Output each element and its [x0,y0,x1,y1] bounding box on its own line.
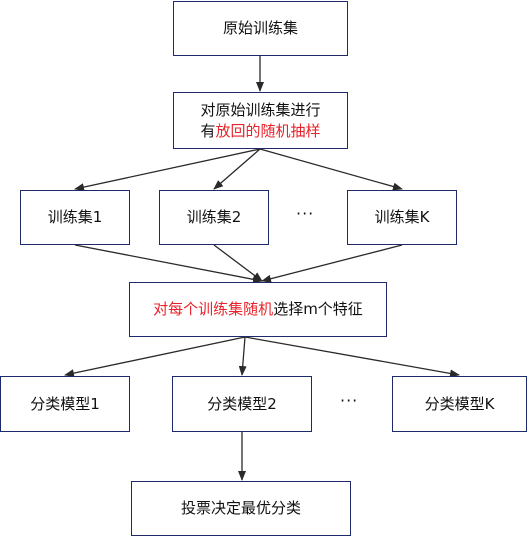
classifier-model-2-node: 分类模型2 [172,376,312,432]
training-set-1-label: 训练集1 [47,208,103,226]
classifier-model-k-node: 分类模型K [392,376,527,432]
arrow-bootstrap-to-set-k [259,148,403,191]
training-set-k-label: 训练集K [374,208,430,226]
feature-selection-rest: 选择m个特征 [273,300,363,318]
classifier-model-1-node: 分类模型1 [0,376,130,432]
training-set-2-node: 训练集2 [159,190,269,245]
training-set-1-node: 训练集1 [20,190,130,245]
bootstrap-line-2: 有放回的随机抽样 [200,121,320,142]
feature-selection-node: 对每个训练集随机选择m个特征 [129,282,387,337]
arrow-bootstrap-to-set-1 [74,148,261,192]
arrow-features-to-model-2 [238,336,247,376]
arrow-set-2-to-features [213,244,263,282]
arrow-features-to-model-1 [64,336,246,378]
training-set-k-node: 训练集K [347,190,457,245]
feature-selection-label: 对每个训练集随机选择m个特征 [153,299,363,320]
feature-selection-highlight: 对每个训练集随机 [153,300,274,318]
bootstrap-line-2-prefix: 有 [200,121,216,140]
original-training-set-label: 原始训练集 [222,19,298,37]
classifier-model-k-label: 分类模型K [424,394,495,413]
arrow-bootstrap-to-set-2 [213,148,261,190]
arrow-set-k-to-features [261,244,403,283]
bootstrap-line-2-highlight: 放回的随机抽样 [215,121,321,140]
vote-final-classification-label: 投票决定最优分类 [180,499,301,517]
bootstrap-sampling-node: 对原始训练集进行 有放回的随机抽样 [173,92,348,149]
vote-final-classification-node: 投票决定最优分类 [131,481,351,536]
training-sets-ellipsis: ··· [296,204,315,223]
bootstrap-line-1: 对原始训练集进行 [200,100,321,119]
original-training-set-node: 原始训练集 [173,1,348,56]
models-ellipsis: ··· [340,391,359,410]
classifier-model-2-label: 分类模型2 [207,394,277,413]
classifier-model-1-label: 分类模型1 [30,394,100,413]
arrow-set-1-to-features [74,244,263,284]
training-set-2-label: 训练集2 [186,208,242,226]
arrow-features-to-model-k [244,336,460,378]
